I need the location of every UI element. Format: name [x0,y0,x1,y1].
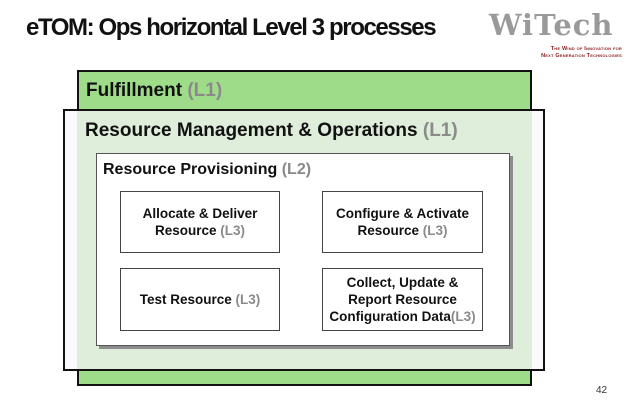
l3-line: Configuration Data [329,309,451,324]
l3-line: Resource [357,223,419,238]
rmo-level: (L1) [422,120,458,141]
l3-collect-update-report-config-data: Collect, Update & Report Resource Config… [322,268,483,331]
rmo-title: Resource Management & Operations [85,120,418,141]
l3-line: Test Resource [139,292,232,307]
rp-level: (L2) [281,161,312,178]
l3-line: Allocate & Deliver [142,206,258,221]
l3-test-resource: Test Resource (L3) [120,268,280,331]
l3-allocate-deliver-resource: Allocate & Deliver Resource (L3) [120,191,280,253]
fulfillment-level: (L1) [187,80,223,101]
slide-title: eTOM: Ops horizontal Level 3 processes [26,14,437,41]
l3-level: (L3) [450,309,476,324]
logo-tagline-line1: The Wind of Innovation for [550,46,622,52]
l3-level: (L3) [220,223,246,238]
l3-configure-activate-resource: Configure & Activate Resource (L3) [322,191,483,253]
fulfillment-title: Fulfillment [86,80,183,101]
l3-level: (L3) [235,292,261,307]
l3-line: Collect, Update & [346,275,459,290]
page-number: 42 [596,385,608,396]
l3-level: (L3) [422,223,448,238]
l3-line: Resource [154,223,217,238]
logo-tagline-line2: Next Generation Technologies [541,53,622,59]
l3-line: Configure & Activate [335,206,470,221]
l3-line: Report Resource [348,292,457,307]
logo-wordmark: WiTech [489,8,614,42]
rp-title: Resource Provisioning [103,161,278,178]
